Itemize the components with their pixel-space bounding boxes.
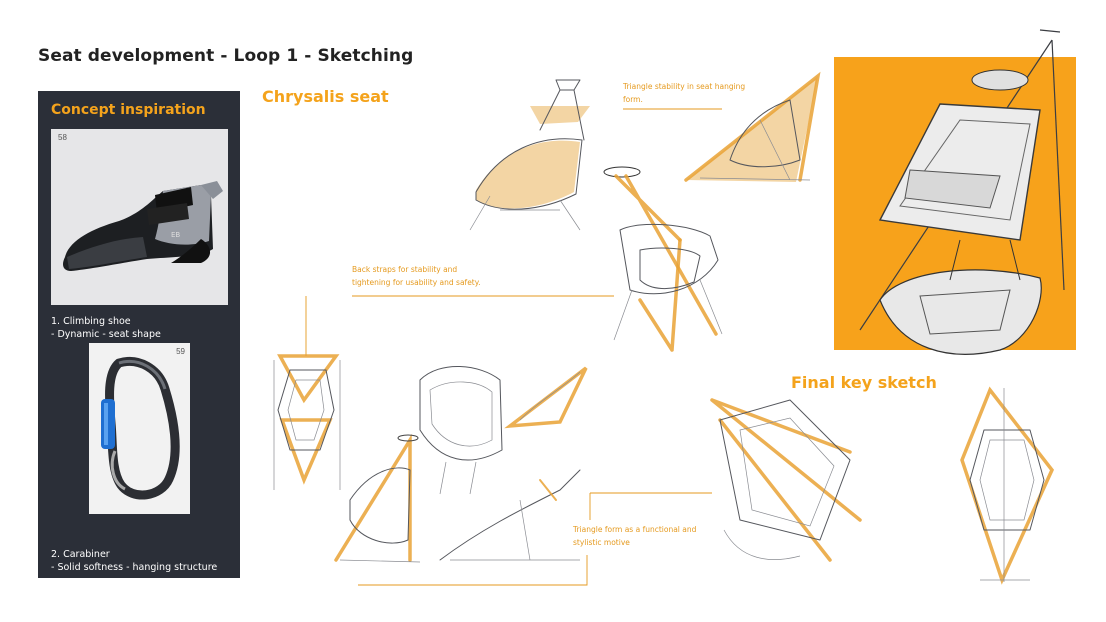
note-back-straps: Back straps for stability and tightening… — [352, 263, 481, 289]
climbing-shoe-image: 58 EB — [51, 129, 228, 305]
key-seat-sketch — [859, 29, 1065, 355]
sketch-triangle-stability — [684, 71, 821, 182]
caption-line: 1. Climbing shoe — [51, 316, 131, 327]
caption-line: - Dynamic - seat shape — [51, 329, 161, 340]
note-line: tightening for usability and safety. — [352, 278, 481, 287]
sketch-hanging-chair — [603, 166, 723, 352]
concept-inspiration-panel: Concept inspiration 58 EB 1. Climbing sh… — [38, 91, 240, 578]
carabiner-image: 59 — [89, 343, 190, 514]
panel-title: Concept inspiration — [51, 102, 206, 118]
note-line: Back straps for stability and — [352, 265, 458, 274]
note-line: form. — [623, 95, 643, 104]
climbing-shoe-illustration: EB — [63, 181, 223, 271]
image-number: 59 — [176, 347, 185, 356]
note-line: Triangle stability in seat hanging — [623, 82, 746, 91]
note-triangle-form: Triangle form as a functional and stylis… — [573, 523, 696, 549]
note-triangle-stability: Triangle stability in seat hanging form. — [623, 80, 745, 106]
caption-carabiner: 2. Carabiner - Solid softness - hanging … — [51, 548, 217, 574]
caption-line: - Solid softness - hanging structure — [51, 562, 218, 573]
carabiner-illustration — [101, 357, 180, 500]
sketch-recliner-bottom — [439, 469, 581, 561]
svg-text:EB: EB — [171, 231, 180, 239]
page-title: Seat development - Loop 1 - Sketching — [38, 46, 414, 66]
note-line: Triangle form as a functional and — [573, 525, 697, 534]
note-line: stylistic motive — [573, 538, 630, 547]
chrysalis-seat-heading: Chrysalis seat — [262, 87, 389, 106]
sketch-diamond-seat — [710, 398, 862, 562]
sketch-diamond-front — [960, 386, 1055, 585]
sketch-triangle-frame — [273, 354, 341, 490]
final-key-sketch-heading: Final key sketch — [791, 373, 937, 392]
sketch-seat-top-1 — [469, 79, 590, 231]
caption-line: 2. Carabiner — [51, 549, 110, 560]
annotation-lines — [305, 108, 722, 586]
caption-climbing-shoe: 1. Climbing shoe - Dynamic - seat shape — [51, 315, 161, 341]
image-number: 58 — [58, 133, 67, 142]
sketch-pod-seat — [419, 366, 503, 495]
sketch-lower-left — [334, 433, 421, 563]
sketch-recliner-small — [504, 366, 588, 429]
